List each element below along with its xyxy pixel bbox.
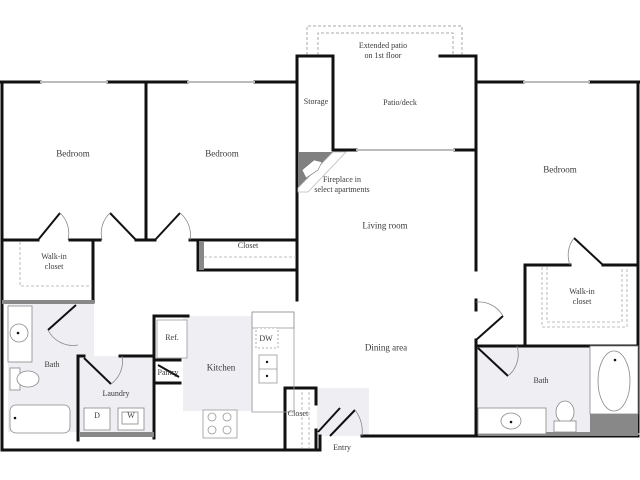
label-washer: W <box>127 411 135 420</box>
kitchen-fixtures <box>156 311 295 439</box>
bathtub-icon <box>9 404 71 434</box>
label-entry: Entry <box>333 443 351 452</box>
label-closet-bedroom-2: Closet <box>237 241 259 250</box>
stove-icon <box>202 409 238 439</box>
label-dining-area: Dining area <box>364 342 408 353</box>
label-storage: Storage <box>303 97 329 106</box>
label-bedroom-2: Bedroom <box>205 148 239 159</box>
bath-1-fixtures <box>7 305 145 434</box>
label-living-room: Living room <box>362 220 408 231</box>
dishwasher-icon <box>255 327 279 349</box>
fireplace-icon <box>297 151 347 193</box>
refrigerator-icon <box>156 319 188 359</box>
door-swings <box>47 212 575 437</box>
windows <box>40 81 590 151</box>
label-kitchen: Kitchen <box>206 362 236 373</box>
bathtub-icon <box>597 350 631 412</box>
label-dishwasher: DW <box>259 334 273 343</box>
label-fireplace: Fireplace in select apartments <box>314 175 370 194</box>
label-laundry: Laundry <box>102 389 130 398</box>
label-patio-deck: Patio/deck <box>383 98 417 107</box>
label-pantry: Pantry <box>157 368 179 377</box>
label-closet-entry: Closet <box>287 409 309 418</box>
toilet-icon <box>555 400 575 424</box>
label-walkin-closet-1: Walk-in closet <box>41 252 67 271</box>
toilet-icon <box>16 370 40 388</box>
dryer-icon <box>83 407 111 431</box>
label-refrigerator: Ref. <box>165 333 179 342</box>
label-dryer: D <box>94 411 100 420</box>
closet-shelves <box>19 242 628 448</box>
label-bedroom-3: Bedroom <box>543 164 577 175</box>
label-bath-2: Bath <box>533 376 549 385</box>
label-bath-1: Bath <box>44 360 60 369</box>
label-extended-patio: Extended patio on 1st floor <box>358 41 408 60</box>
walls <box>0 54 640 452</box>
label-walkin-closet-2: Walk-in closet <box>569 287 595 306</box>
doors <box>37 212 604 437</box>
extended-patio-outline <box>306 25 463 55</box>
bath-2-fixtures <box>477 345 639 435</box>
label-bedroom-1: Bedroom <box>56 148 90 159</box>
